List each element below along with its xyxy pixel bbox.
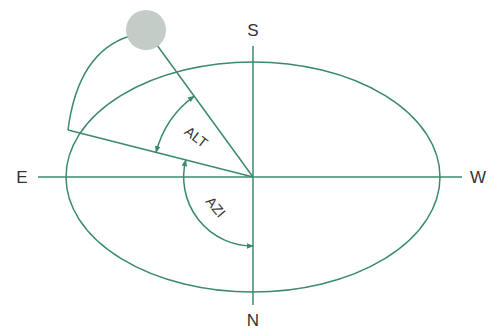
direction-label: S xyxy=(245,21,260,40)
angle-label: AZI xyxy=(202,192,231,222)
sun-line xyxy=(146,30,253,177)
direction-label: E xyxy=(14,168,29,187)
azimuth-arc xyxy=(184,160,253,246)
vertical-circle-arc xyxy=(68,36,130,130)
sun-symbol xyxy=(126,10,166,50)
direction-label: N xyxy=(245,311,261,330)
direction-label: W xyxy=(468,168,488,187)
angle-label: ALT xyxy=(180,122,212,152)
